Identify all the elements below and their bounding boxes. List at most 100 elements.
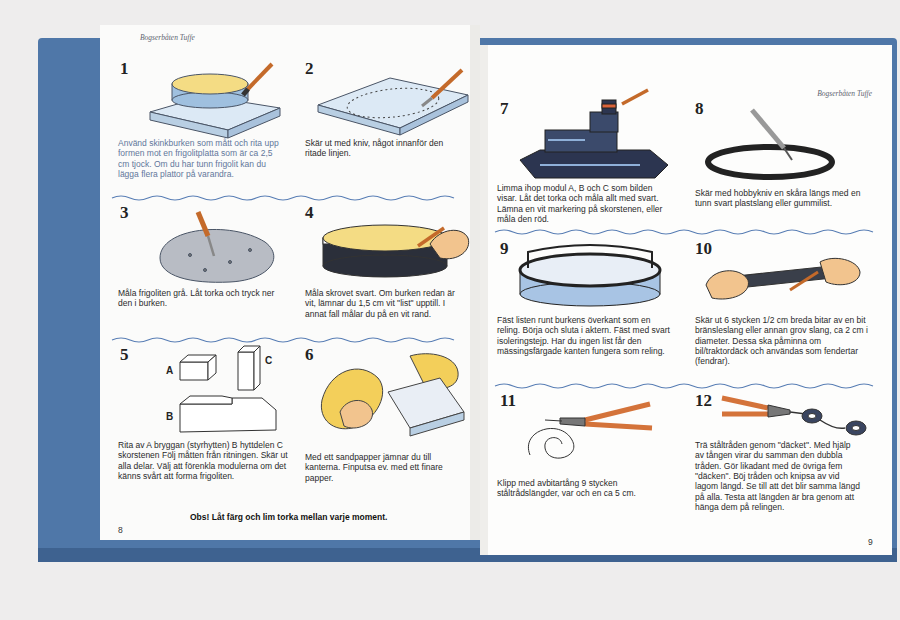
step2-sketch [318,70,468,135]
step9-sketch [520,254,660,286]
step-number: 11 [500,392,516,409]
step4-sketch [323,225,469,277]
step-text: Måla skrovet svart. Om burken redan är v… [305,288,467,319]
step11-sketch [560,418,585,426]
wave-divider [112,338,454,342]
page-number: 9 [868,538,873,547]
step4-sketch [323,255,447,277]
step3-sketch [208,236,214,256]
step3-sketch [229,261,232,264]
step3-sketch [198,212,208,236]
page-number: 8 [118,526,123,535]
step-text: Med ett sandpapper jämnar du till kanter… [305,452,467,483]
footer-note: Obs! Låt färg och lim torka mellan varje… [190,512,387,522]
step7-sketch [622,90,648,104]
book-page: Bogserbåten Tuffe [100,25,480,540]
step5-sketch [238,352,254,390]
wave-divider [495,230,873,234]
step12-sketch [722,412,768,417]
step-number: 2 [305,60,314,77]
step8-sketch [708,110,832,177]
step-text: Använd skinkburken som mått och rita upp… [118,138,283,179]
step5-sketch [208,355,216,380]
part-letter: A [166,366,173,376]
step8-sketch [752,110,784,148]
step7-sketch [520,90,668,178]
step7-sketch [520,150,668,178]
step1-sketch [247,64,272,90]
step-number: 6 [305,346,314,363]
step12-sketch [768,405,790,417]
book-pages [100,25,892,555]
book-pages [100,25,480,540]
step-number: 10 [695,240,712,257]
step12-sketch [852,426,860,431]
step11-sketch [545,420,562,421]
step7-sketch [548,139,585,141]
wave-divider [495,384,873,388]
step10-sketch [790,272,818,290]
step12-sketch [802,409,822,423]
step-text: Skär ut med kniv, något innanför den rit… [305,138,465,159]
step6-sketch [321,369,382,429]
part-letter: B [166,412,173,422]
step9-sketch [520,245,660,306]
step4-sketch [418,228,444,246]
step6-sketch [340,400,373,428]
step1-sketch [243,89,248,95]
step-text: Skär ut 6 stycken 1/2 cm breda bitar av … [695,315,873,367]
step7-sketch [602,104,616,108]
step-text: Rita av A bryggan (styrhytten) B hyttdel… [118,440,288,481]
step8-sketch [708,147,832,177]
step-number: 4 [305,204,314,221]
step5-sketch [180,346,276,432]
step7-sketch [590,112,618,132]
step9-sketch [528,245,652,268]
step7-sketch [540,164,640,166]
step7-sketch [545,130,617,152]
step-number: 3 [120,204,129,221]
step-text: Måla frigoliten grå. Låt torka och tryck… [118,288,283,309]
book-page: Bogserbåten Tuffe [480,45,892,555]
step-number: 5 [120,346,129,363]
step1-sketch [150,112,228,138]
step-number: 8 [695,100,704,117]
step1-sketch [228,108,280,138]
step6-sketch [321,354,464,436]
step3-sketch [189,254,192,257]
step5-sketch [254,346,260,390]
step2-sketch [400,95,468,135]
step3-sketch [160,229,274,282]
step4-sketch [323,225,447,251]
step-text: Skär med hobbykniv en skåra längs med en… [695,188,870,209]
step11-sketch [585,424,652,428]
step1-sketch [172,74,248,94]
step-number: 7 [500,100,509,117]
step6-sketch [410,412,464,436]
step-number: 1 [120,60,129,77]
step10-sketch [820,258,860,284]
step-text: Klipp med avbitartång 9 stycken ståltråd… [497,478,667,499]
step-text: Fäst listen runt burkens överkant som en… [497,315,672,356]
step8-sketch [784,148,792,160]
step11-sketch [528,404,652,458]
page-header: Bogserbåten Tuffe [740,89,872,98]
step7-sketch [602,100,616,114]
page-header: Bogserbåten Tuffe [140,33,340,42]
step10-sketch [706,258,860,299]
step12-sketch [808,414,816,419]
step2-sketch [422,98,432,106]
step5-sketch [180,396,232,404]
step10-sketch [706,271,748,299]
step11-sketch [585,404,650,420]
step-text: Limma ihop modul A, B och C som bilden v… [497,183,672,224]
step-number: 9 [500,240,509,257]
book-pages [470,25,480,540]
book-pages [480,45,892,555]
step12-sketch [722,398,768,408]
step3-sketch [249,249,252,252]
step3-sketch [204,269,207,272]
step5-sketch [180,362,208,380]
step2-sketch [318,105,400,135]
